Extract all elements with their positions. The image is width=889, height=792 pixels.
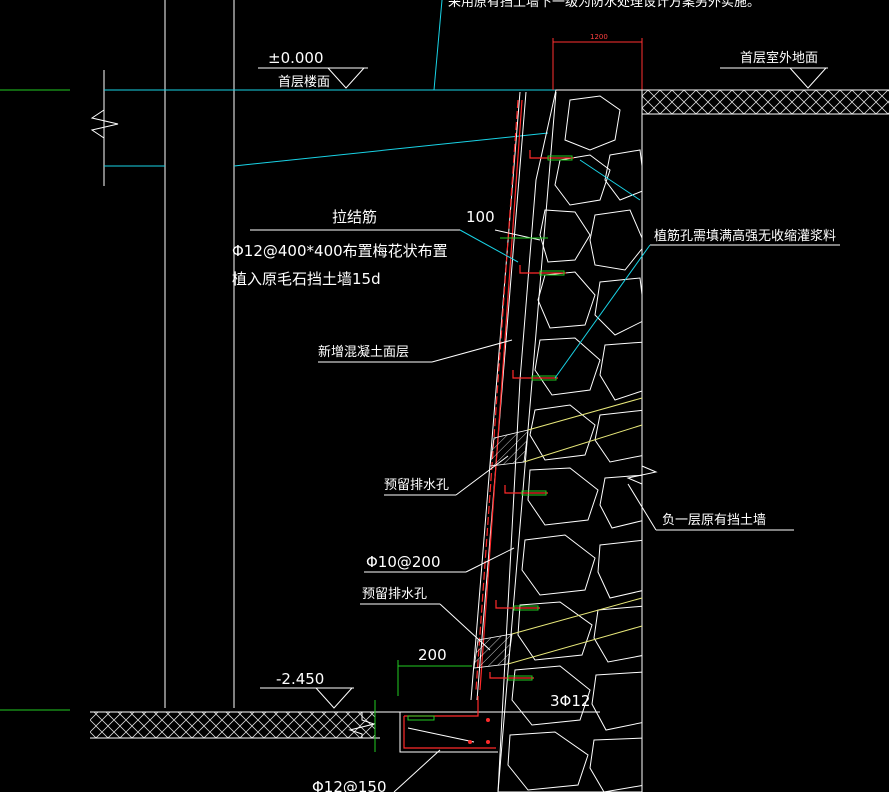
outdoor-ground-text: 首层室外地面 — [740, 50, 818, 66]
dimension-200-text: 200 — [418, 646, 447, 664]
rebar-10-text: Φ10@200 — [366, 553, 441, 571]
column-lines — [90, 0, 235, 708]
base-break-symbol — [348, 700, 376, 752]
grout-note-text: 植筋孔需填满高强无收缩灌浆料 — [654, 228, 836, 244]
dimension-1200: 1200 — [552, 33, 643, 90]
new-layer-text: 新增混凝土面层 — [318, 344, 409, 360]
drain-hole-upper-text: 预留排水孔 — [384, 478, 449, 493]
dimension-100-text: 100 — [466, 208, 495, 226]
ground-hatch-outdoor — [642, 90, 889, 114]
leader-lines — [250, 159, 840, 792]
elevation-base-text: -2.450 — [276, 670, 324, 688]
rebar-12-text: Φ12@150 — [312, 778, 387, 792]
rebar-3-text: 3Φ12 — [550, 692, 590, 710]
floor-name-text: 首层楼面 — [278, 75, 330, 90]
new-concrete-layer — [470, 91, 557, 792]
floor-level-lines — [0, 0, 640, 711]
elevation-top-text: ±0.000 — [268, 49, 324, 67]
drain-hole-upper — [489, 397, 643, 467]
break-symbol — [626, 455, 658, 495]
outdoor-ground-marker: 首层室外地面 — [720, 50, 828, 89]
old-wall-text: 负一层原有挡土墙 — [662, 513, 766, 528]
tie-bar-spec-2: 植入原毛石挡土墙15d — [232, 270, 381, 288]
rubble-stone-wall — [497, 89, 643, 792]
drain-hole-lower-text: 预留排水孔 — [362, 587, 427, 602]
base-footing — [378, 696, 498, 753]
tie-bar-label: 拉结筋 — [332, 208, 377, 226]
top-note: 采用原有挡土墙下一级为防水处理设计方案另外实施。 — [448, 0, 760, 10]
drain-hole-lower — [473, 597, 643, 669]
anchor-bars — [489, 150, 574, 681]
ground-hatch-base — [90, 712, 375, 738]
tie-bar-spec-1: Φ12@400*400布置梅花状布置 — [232, 242, 448, 260]
elevation-marker-top: ±0.000 首层楼面 — [258, 49, 368, 90]
dimension-1200-text: 1200 — [590, 33, 608, 41]
elevation-marker-base: -2.450 — [260, 670, 354, 709]
